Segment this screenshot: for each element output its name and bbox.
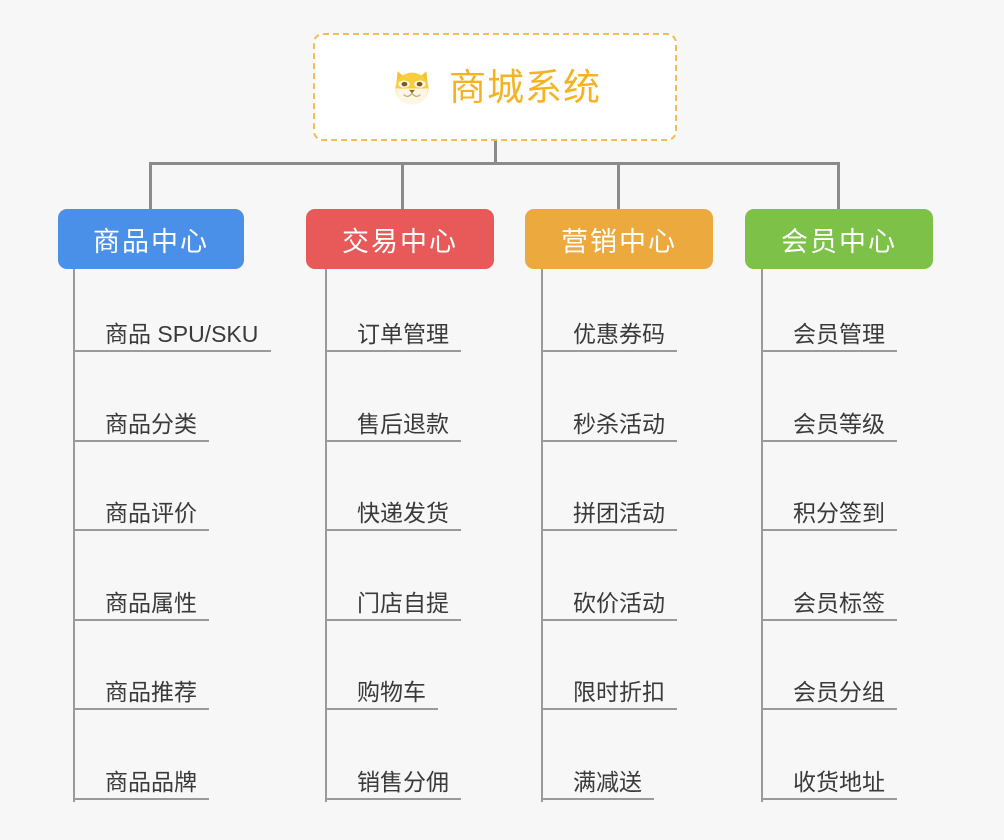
connector-drop-2 [401, 162, 404, 210]
list-item-label: 商品分类 [105, 410, 197, 437]
list-item-label: 拼团活动 [573, 500, 665, 527]
category-box-1[interactable]: 商品中心 [58, 209, 244, 269]
list-item[interactable]: 销售分佣 [327, 756, 461, 800]
list-item-label: 订单管理 [357, 321, 449, 347]
list-item-label: 会员管理 [793, 321, 885, 347]
list-item-label: 积分签到 [793, 500, 885, 527]
list-item-label: 满减送 [573, 769, 642, 795]
category-box-3[interactable]: 营销中心 [525, 209, 713, 269]
list-item[interactable]: 优惠券码 [543, 308, 677, 352]
connector-horizontal-spine [149, 162, 840, 165]
root-node[interactable]: 商城系统 [313, 33, 677, 141]
category-label: 交易中心 [342, 226, 458, 257]
category-label: 商品中心 [93, 226, 209, 257]
list-item[interactable]: 会员标签 [763, 577, 897, 621]
list-item[interactable]: 商品分类 [75, 398, 209, 442]
list-item[interactable]: 商品评价 [75, 487, 209, 532]
list-item-label: 商品属性 [105, 589, 197, 616]
list-item[interactable]: 商品 SPU/SKU [75, 308, 271, 352]
list-item-label: 收货地址 [793, 769, 885, 795]
list-item-label: 优惠券码 [573, 321, 665, 347]
list-item[interactable]: 购物车 [327, 666, 438, 711]
list-item[interactable]: 商品推荐 [75, 666, 209, 711]
list-item-label: 快递发货 [357, 500, 449, 527]
sub-list-spine [325, 269, 327, 802]
sub-list-3: 优惠券码秒杀活动拼团活动砍价活动限时折扣满减送 [541, 269, 771, 804]
sub-list-spine [541, 269, 543, 802]
connector-drop-1 [149, 162, 152, 210]
list-item[interactable]: 商品属性 [75, 577, 209, 621]
list-item-label: 商品评价 [105, 500, 197, 527]
list-item[interactable]: 秒杀活动 [543, 398, 677, 442]
list-item[interactable]: 订单管理 [327, 308, 461, 352]
connector-root-stem [494, 141, 497, 165]
sub-list-1: 商品 SPU/SKU 商品分类商品评价商品属性商品推荐商品品牌 [73, 269, 303, 804]
list-item[interactable]: 门店自提 [327, 577, 461, 621]
list-item[interactable]: 商品品牌 [75, 756, 209, 800]
list-item-label: 售后退款 [357, 410, 449, 437]
sub-list-4: 会员管理会员等级积分签到会员标签会员分组收货地址 [761, 269, 991, 804]
list-item-label: 商品品牌 [105, 769, 197, 795]
category-label: 会员中心 [781, 226, 897, 257]
list-item-label: 会员分组 [793, 679, 885, 706]
list-item[interactable]: 拼团活动 [543, 487, 677, 532]
shiba-dog-face-icon [389, 64, 435, 110]
list-item[interactable]: 会员等级 [763, 398, 897, 442]
list-item[interactable]: 售后退款 [327, 398, 461, 442]
list-item[interactable]: 快递发货 [327, 487, 461, 532]
connector-drop-3 [617, 162, 620, 210]
category-label: 营销中心 [561, 226, 677, 257]
list-item[interactable]: 会员分组 [763, 666, 897, 711]
list-item[interactable]: 收货地址 [763, 756, 897, 800]
list-item-label: 商品 SPU/SKU [105, 321, 259, 347]
sub-list-spine [761, 269, 763, 802]
category-box-2[interactable]: 交易中心 [306, 209, 494, 269]
list-item-label: 限时折扣 [573, 679, 665, 706]
connector-drop-4 [837, 162, 840, 210]
list-item[interactable]: 限时折扣 [543, 666, 677, 711]
list-item-label: 砍价活动 [573, 589, 665, 616]
list-item-label: 会员标签 [793, 589, 885, 616]
list-item[interactable]: 满减送 [543, 756, 654, 800]
list-item[interactable]: 积分签到 [763, 487, 897, 532]
root-title: 商城系统 [449, 66, 601, 108]
list-item-label: 商品推荐 [105, 679, 197, 706]
sub-list-spine [73, 269, 75, 802]
list-item-label: 门店自提 [357, 589, 449, 616]
list-item[interactable]: 会员管理 [763, 308, 897, 352]
list-item-label: 销售分佣 [357, 769, 449, 795]
list-item[interactable]: 砍价活动 [543, 577, 677, 621]
category-box-4[interactable]: 会员中心 [745, 209, 933, 269]
sub-list-2: 订单管理售后退款快递发货门店自提购物车销售分佣 [325, 269, 555, 804]
list-item-label: 秒杀活动 [573, 410, 665, 437]
list-item-label: 会员等级 [793, 410, 885, 437]
list-item-label: 购物车 [357, 679, 426, 706]
